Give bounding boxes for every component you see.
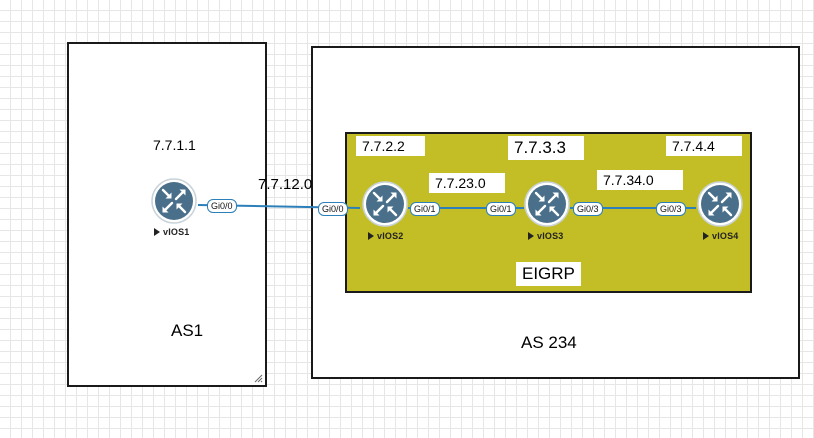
router-icon bbox=[151, 178, 197, 224]
router-vios4[interactable] bbox=[696, 180, 744, 228]
router-address-vios1: 7.7.1.1 bbox=[153, 137, 196, 153]
play-triangle-icon bbox=[368, 232, 374, 240]
iface-vios2-gi0-0[interactable]: Gi0/0 bbox=[318, 202, 348, 216]
router-name-vios2[interactable]: vIOS2 bbox=[368, 231, 404, 241]
router-vios1[interactable] bbox=[150, 177, 198, 225]
router-name-vios4[interactable]: vIOS4 bbox=[703, 231, 739, 241]
router-name-text: vIOS1 bbox=[163, 227, 190, 237]
resize-grip-icon[interactable] bbox=[253, 373, 263, 383]
router-name-vios3[interactable]: vIOS3 bbox=[528, 231, 564, 241]
router-name-text: vIOS3 bbox=[537, 231, 564, 241]
router-vios2[interactable] bbox=[361, 180, 409, 228]
as234-label: AS 234 bbox=[521, 333, 577, 352]
network-label-23: 7.7.23.0 bbox=[429, 173, 505, 193]
iface-vios3-gi0-1[interactable]: Gi0/1 bbox=[486, 202, 516, 216]
network-label-12: 7.7.12.0 bbox=[258, 176, 313, 193]
iface-vios1-gi0-0[interactable]: Gi0/0 bbox=[207, 199, 237, 213]
router-icon bbox=[697, 181, 743, 227]
play-triangle-icon bbox=[154, 228, 160, 236]
play-triangle-icon bbox=[528, 232, 534, 240]
router-address-vios4: 7.7.4.4 bbox=[666, 136, 742, 156]
network-label-34: 7.7.34.0 bbox=[597, 170, 683, 190]
iface-vios4-gi0-3[interactable]: Gi0/3 bbox=[656, 202, 686, 216]
router-name-vios1[interactable]: vIOS1 bbox=[154, 227, 190, 237]
play-triangle-icon bbox=[703, 232, 709, 240]
router-vios3[interactable] bbox=[523, 180, 571, 228]
eigrp-label: EIGRP bbox=[516, 262, 581, 286]
iface-vios3-gi0-3[interactable]: Gi0/3 bbox=[573, 202, 603, 216]
router-icon bbox=[524, 181, 570, 227]
router-address-vios2: 7.7.2.2 bbox=[356, 136, 425, 156]
router-name-text: vIOS4 bbox=[712, 231, 739, 241]
router-name-text: vIOS2 bbox=[377, 231, 404, 241]
router-icon bbox=[362, 181, 408, 227]
router-address-vios3: 7.7.3.3 bbox=[508, 136, 584, 160]
iface-vios2-gi0-1[interactable]: Gi0/1 bbox=[410, 202, 440, 216]
as1-label: AS1 bbox=[171, 321, 204, 340]
